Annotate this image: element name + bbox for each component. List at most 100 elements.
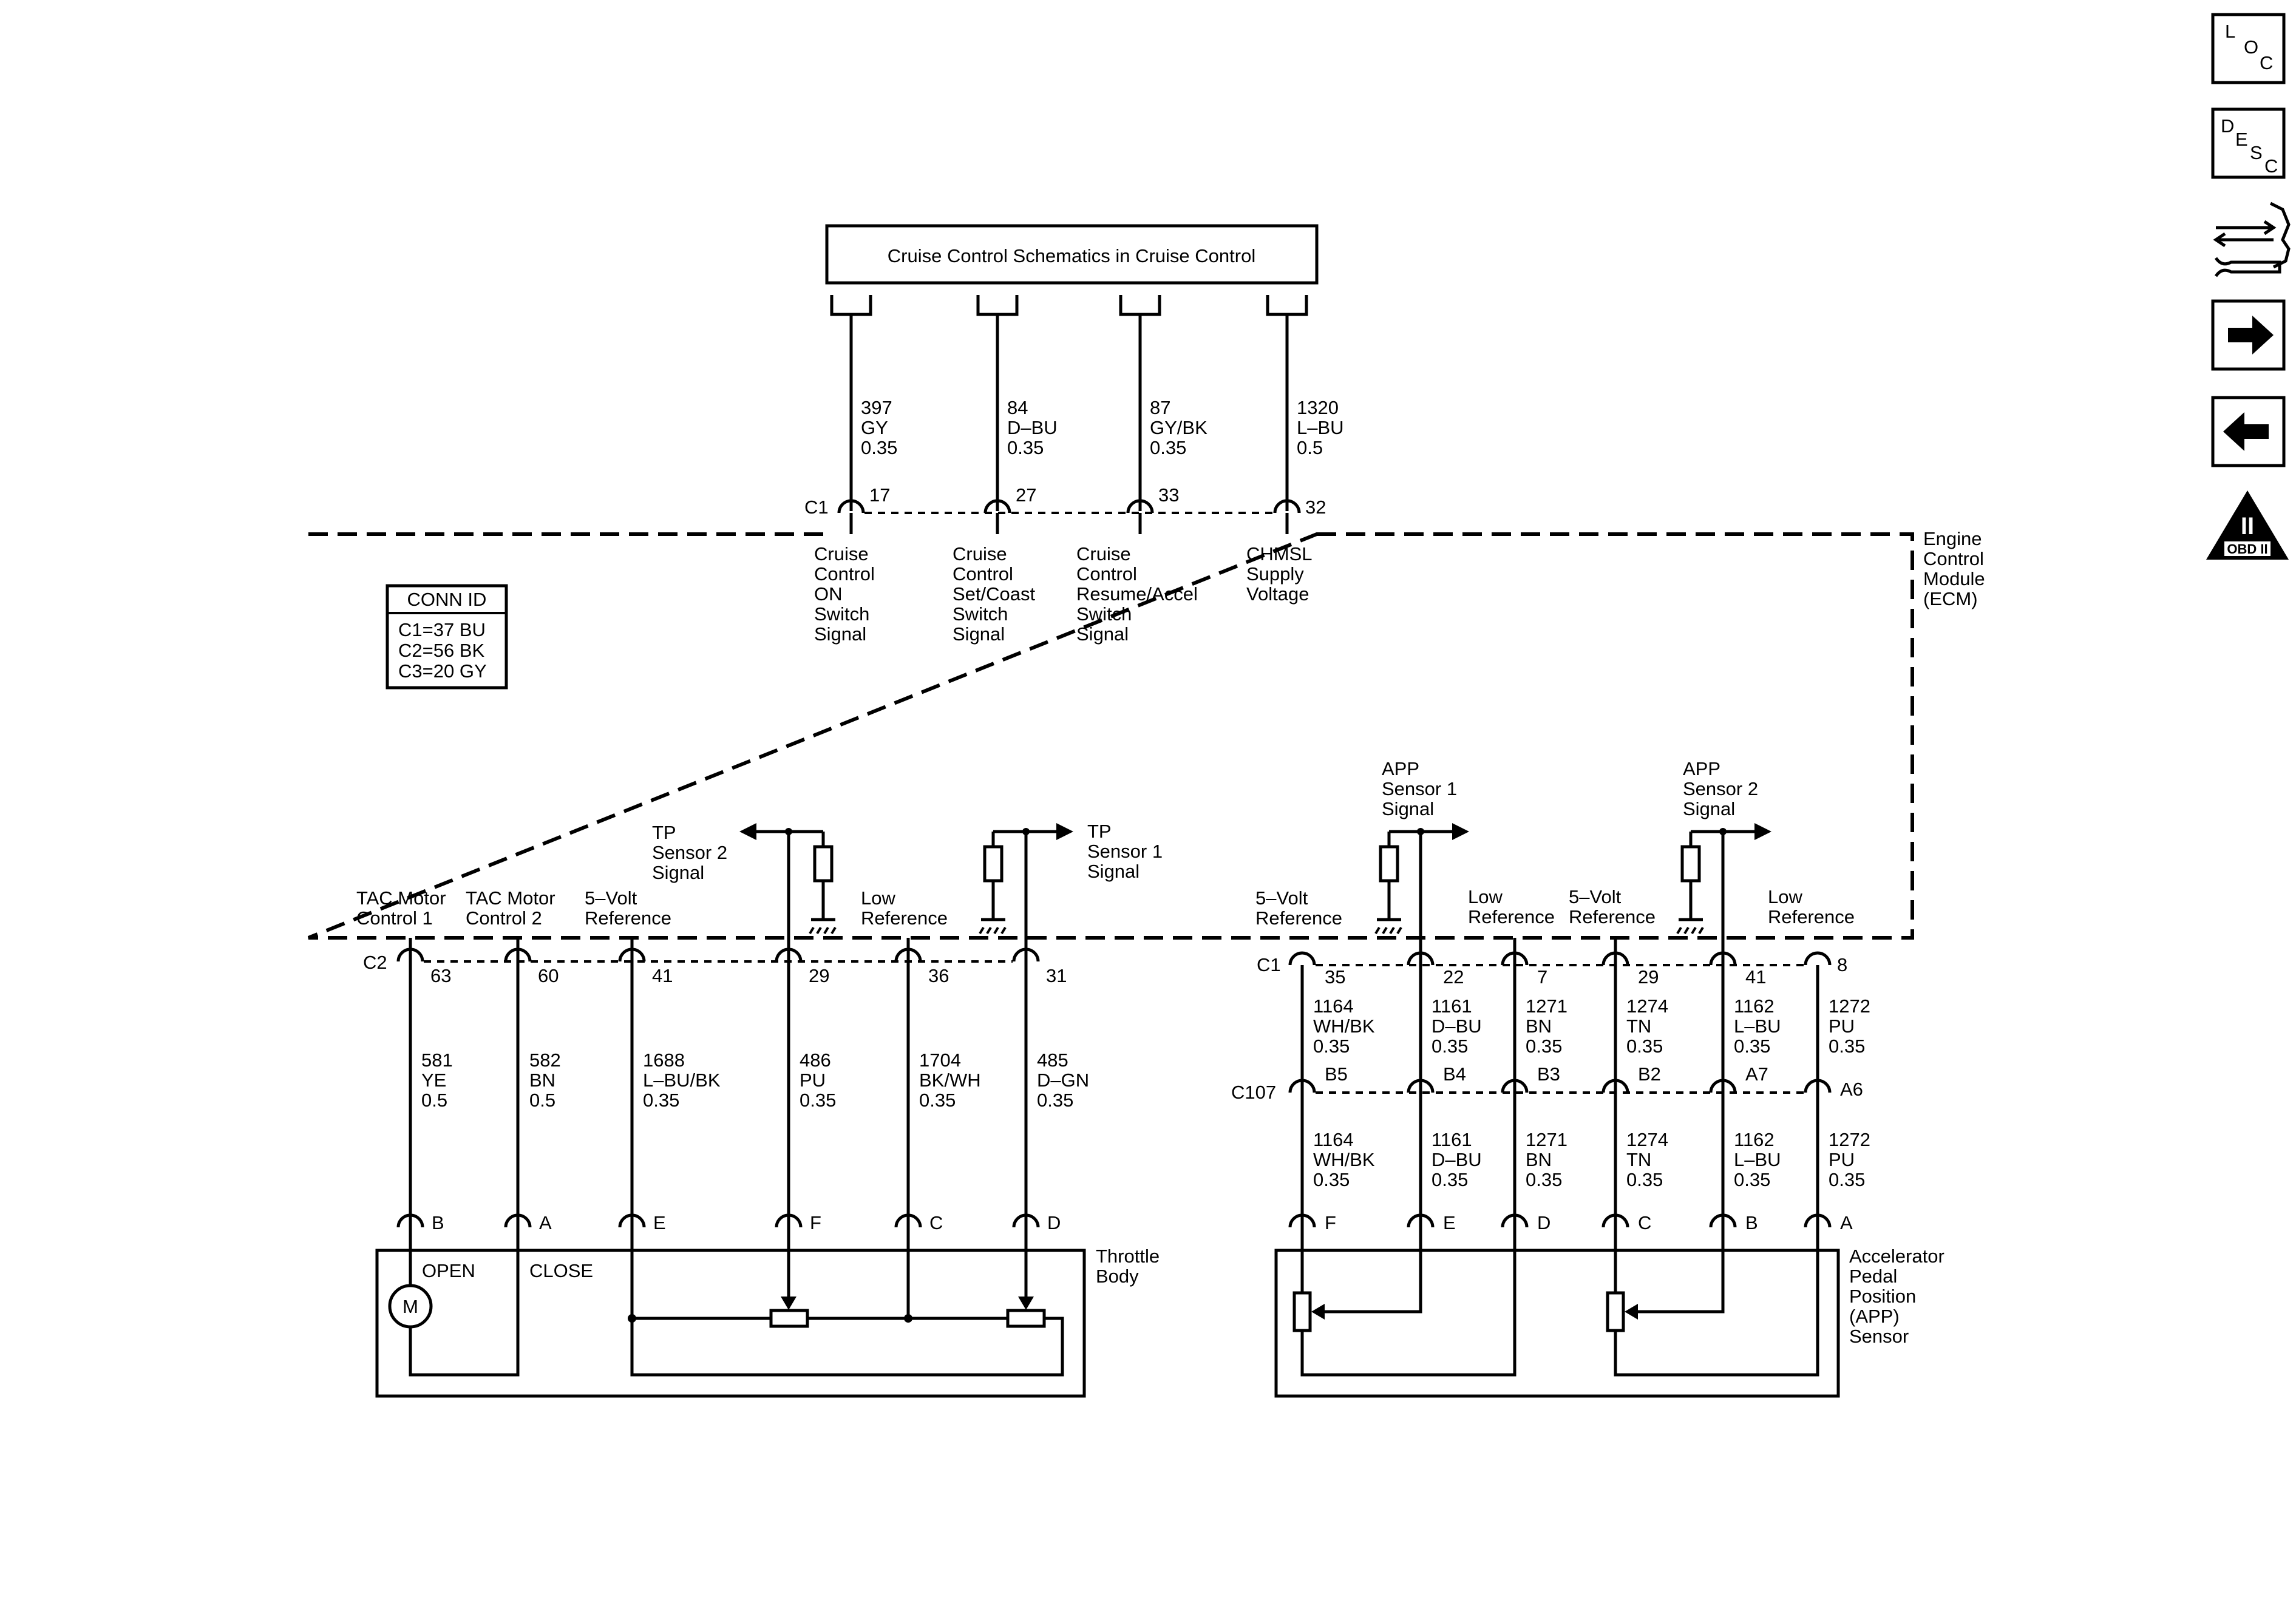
- signal-label: 5–Volt Reference: [1569, 886, 1656, 927]
- pin-number: 33: [1158, 484, 1179, 506]
- loc-button[interactable]: L O C: [2211, 13, 2286, 84]
- pin-number: 41: [652, 965, 673, 986]
- tp-sensor-1-resistor: [1006, 1309, 1046, 1328]
- terminal-letter: C: [1638, 1212, 1651, 1233]
- throttle-body-label: Throttle Body: [1096, 1246, 1165, 1287]
- pin-number: 60: [538, 965, 559, 986]
- connector-name: C1: [804, 497, 829, 518]
- app-sensor-2-resistor: [1606, 1291, 1625, 1332]
- connector-name: C1: [1257, 954, 1281, 975]
- pin-number: 31: [1046, 965, 1067, 986]
- wire-label-1164: 1164 WH/BK 0.35: [1313, 995, 1380, 1057]
- wire-label-1271: 1271 BN 0.35: [1526, 995, 1573, 1057]
- pin-terminal: [1601, 1213, 1629, 1228]
- conn-id-box: CONN ID C1=37 BU C2=56 BK C3=20 GY: [385, 584, 508, 690]
- pin-terminal: [1012, 947, 1040, 962]
- tp1-label: TP Sensor 1 Signal: [1087, 821, 1168, 882]
- pin-number: 8: [1837, 954, 1847, 975]
- svg-text:L: L: [2225, 21, 2235, 42]
- terminal-letter: F: [1325, 1212, 1336, 1233]
- pin-terminal: [1273, 499, 1301, 514]
- cruise-terminal: [976, 295, 1019, 316]
- diagnostic-wrench-icon[interactable]: [2213, 202, 2291, 277]
- pin-terminal: [1501, 1213, 1529, 1228]
- conn-id-line: C2=56 BK: [398, 640, 485, 661]
- signal-label: TAC Motor Control 1: [356, 887, 451, 929]
- pin-terminal: [1709, 1079, 1737, 1093]
- motor-label: M: [402, 1296, 418, 1317]
- tp-sensor-2-resistor: [769, 1309, 809, 1328]
- pin-number: 17: [869, 484, 890, 506]
- wire-label-1274: 1274 TN 0.35: [1626, 1129, 1674, 1190]
- svg-text:S: S: [2250, 142, 2263, 163]
- left-wires: [396, 938, 1040, 1232]
- pin-terminal: [618, 947, 646, 962]
- ecm-label: Engine Control Module (ECM): [1923, 528, 1990, 609]
- cruise-control-reference[interactable]: Cruise Control Schematics in Cruise Cont…: [825, 224, 1319, 285]
- pin-terminal: [504, 947, 532, 962]
- terminal-letter: E: [1443, 1212, 1456, 1233]
- top-wires: C1: [804, 295, 1308, 534]
- open-label: OPEN: [422, 1260, 475, 1281]
- pin-terminal: [1804, 951, 1832, 966]
- app2-label: APP Sensor 2 Signal: [1683, 758, 1764, 819]
- desc-button[interactable]: D E S C: [2211, 107, 2286, 179]
- wire-label-1162: 1162 L–BU 0.35: [1734, 995, 1786, 1057]
- pin-terminal: [1501, 951, 1529, 966]
- pin-number: 29: [809, 965, 829, 986]
- signal-label: Low Reference: [861, 887, 948, 929]
- next-arrow-button[interactable]: [2211, 299, 2286, 371]
- pin-number: 27: [1016, 484, 1036, 506]
- terminal-letter: E: [653, 1212, 666, 1233]
- wire-label-1162: 1162 L–BU 0.35: [1734, 1129, 1786, 1190]
- pin-terminal: [1804, 1079, 1832, 1093]
- pin-terminal: [1407, 1213, 1435, 1228]
- wire-label-1272: 1272 PU 0.35: [1829, 1129, 1876, 1190]
- arrow-right-icon: [2228, 316, 2274, 354]
- arrow-left-icon: [2223, 412, 2269, 451]
- c107-pin: B2: [1638, 1063, 1661, 1085]
- pin-number: 29: [1638, 966, 1659, 988]
- pin-terminal: [1288, 1079, 1316, 1093]
- app1-label: APP Sensor 1 Signal: [1382, 758, 1462, 819]
- ecm-boundary: [307, 532, 1914, 940]
- pin-terminal: [1501, 1079, 1529, 1093]
- svg-text:D: D: [2221, 115, 2234, 137]
- pin-terminal: [1012, 1213, 1040, 1228]
- signal-label: Low Reference: [1468, 886, 1555, 927]
- back-arrow-button[interactable]: [2211, 396, 2286, 467]
- terminal-letter: D: [1537, 1212, 1550, 1233]
- app-sensor[interactable]: [1274, 1232, 1840, 1398]
- pin-terminal: [618, 1213, 646, 1228]
- svg-text:II: II: [2241, 513, 2254, 540]
- app-sensor-2-internal: [1676, 823, 1771, 938]
- wire-label-397: 397 GY 0.35: [861, 397, 897, 458]
- c107-pin: A7: [1745, 1063, 1768, 1085]
- c107-pin: B4: [1443, 1063, 1466, 1085]
- wire-label-84: 84 D–BU 0.35: [1007, 397, 1062, 458]
- pin-terminal: [504, 1213, 532, 1228]
- wire-label-485: 485 D–GN 0.35: [1037, 1049, 1095, 1111]
- pin-number: 7: [1537, 966, 1547, 988]
- throttle-body[interactable]: M: [375, 1232, 1086, 1398]
- pin-terminal: [837, 499, 865, 514]
- obd-ii-icon[interactable]: II OBD II: [2206, 490, 2289, 560]
- inline-connector-name: C107: [1231, 1082, 1276, 1103]
- tp-sensor-1-internal: [979, 823, 1073, 938]
- app-sensor-1-resistor: [1292, 1291, 1312, 1332]
- wire-label-1164: 1164 WH/BK 0.35: [1313, 1129, 1380, 1190]
- c107-pin: A6: [1840, 1079, 1863, 1100]
- wire-label-582: 582 BN 0.5: [529, 1049, 566, 1111]
- pin-terminal: [775, 1213, 803, 1228]
- svg-text:C: C: [2260, 52, 2273, 73]
- tp2-label: TP Sensor 2 Signal: [652, 822, 733, 883]
- terminal-letter: C: [929, 1212, 943, 1233]
- pin-number: 32: [1305, 497, 1326, 518]
- pin-terminal: [396, 1213, 424, 1228]
- pin-number: 22: [1443, 966, 1464, 988]
- wire-label-87: 87 GY/BK 0.35: [1150, 397, 1212, 458]
- pin-terminal: [894, 1213, 922, 1228]
- connector-name: C2: [363, 952, 387, 973]
- pin-terminal: [894, 947, 922, 962]
